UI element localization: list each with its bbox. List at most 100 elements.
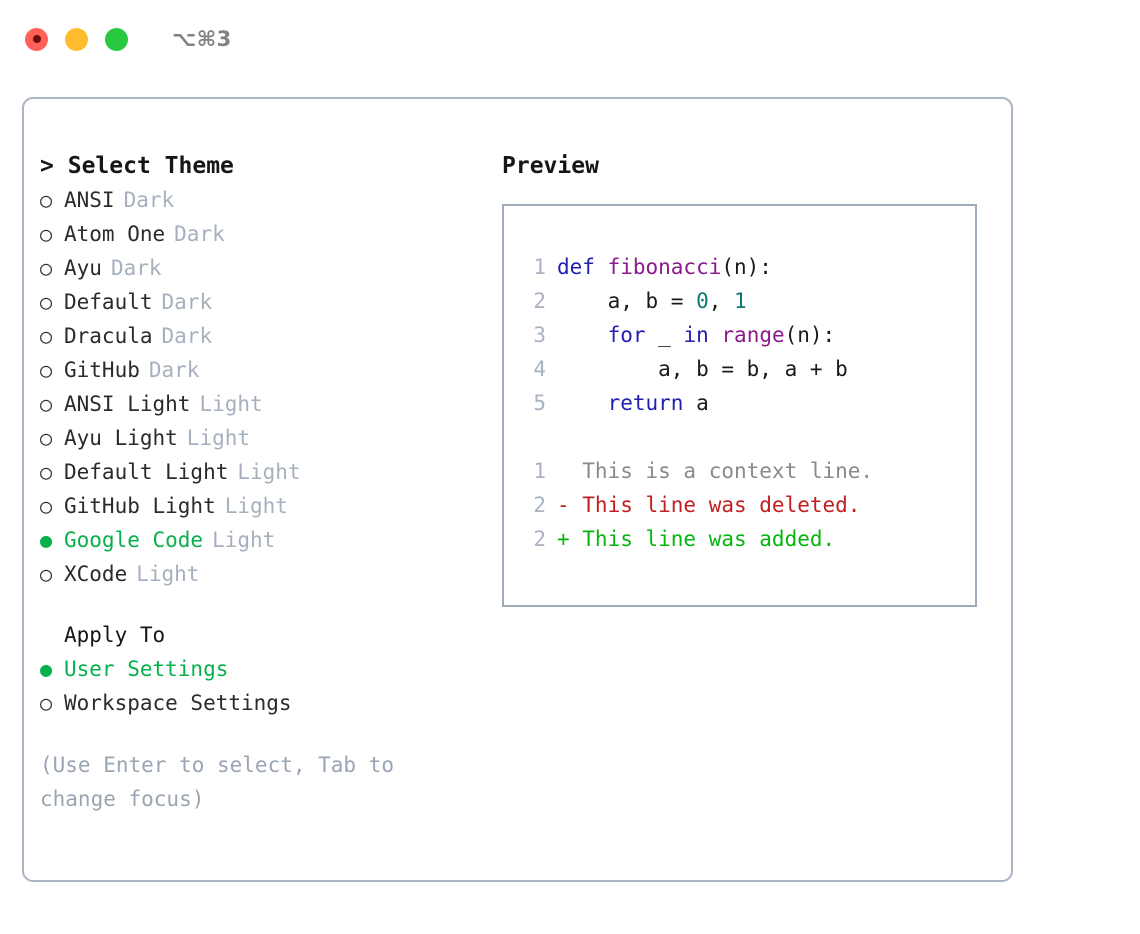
radio-unselected-icon: ○ xyxy=(40,426,53,450)
code-line-text: a, b = 0, 1 xyxy=(557,284,747,318)
line-number: 2 xyxy=(533,289,546,313)
apply-to-option-user-settings[interactable]: ●User Settings xyxy=(40,652,490,686)
apply-to-option-label: User Settings xyxy=(64,657,229,681)
minimize-window-button[interactable] xyxy=(65,27,88,51)
diff-line-text: This is a context line. xyxy=(557,459,874,483)
theme-option-variant: Light xyxy=(186,426,251,450)
window-controls xyxy=(25,27,128,51)
radio-unselected-icon: ○ xyxy=(40,691,53,715)
theme-option-label: XCode xyxy=(64,562,128,586)
theme-option-ansi[interactable]: ○ ANSI Dark xyxy=(40,183,490,217)
code-line: 3 for _ in range(n): xyxy=(516,318,975,352)
code-token-fn: fibonacci xyxy=(607,255,722,279)
theme-option-label: Atom One xyxy=(64,222,166,246)
line-number: 1 xyxy=(533,459,546,483)
theme-option-variant: Dark xyxy=(123,188,175,212)
theme-option-label: GitHub Light xyxy=(64,494,216,518)
theme-option-label: Ayu Light xyxy=(64,426,178,450)
diff-line-text: - This line was deleted. xyxy=(557,493,861,517)
theme-option-ayu-light[interactable]: ○ Ayu Light Light xyxy=(40,421,490,455)
code-token-num: 0 xyxy=(696,289,709,313)
code-line: 2 a, b = 0, 1 xyxy=(516,284,975,318)
code-token-plain: a, b = xyxy=(557,289,697,313)
code-token-kw: def xyxy=(557,255,608,279)
radio-unselected-icon: ○ xyxy=(40,188,53,212)
prompt-caret-icon: > xyxy=(40,153,54,179)
line-number: 2 xyxy=(533,493,546,517)
theme-option-atom-one[interactable]: ○ Atom One Dark xyxy=(40,217,490,251)
line-number: 3 xyxy=(533,323,546,347)
code-token-kw: for xyxy=(607,323,646,347)
radio-unselected-icon: ○ xyxy=(40,460,53,484)
code-line-text: def fibonacci(n): xyxy=(557,250,772,284)
apply-to-options-list: ●User Settings○Workspace Settings xyxy=(40,652,490,720)
code-token-plain: _ xyxy=(645,323,684,347)
theme-option-variant: Dark xyxy=(161,290,213,314)
code-line-text: a, b = b, a + b xyxy=(557,352,848,386)
radio-unselected-icon: ○ xyxy=(40,290,53,314)
code-token-plain xyxy=(709,323,722,347)
theme-option-variant: Dark xyxy=(161,324,213,348)
titlebar: ⌥⌘3 xyxy=(0,0,1140,78)
code-line: 4 a, b = b, a + b xyxy=(516,352,975,386)
radio-unselected-icon: ○ xyxy=(40,392,53,416)
radio-unselected-icon: ○ xyxy=(40,494,53,518)
theme-option-default[interactable]: ○ Default Dark xyxy=(40,285,490,319)
line-number: 1 xyxy=(533,255,546,279)
theme-option-variant: Dark xyxy=(174,222,225,246)
diff-line-added: 2+ This line was added. xyxy=(516,522,975,556)
code-token-kw: return xyxy=(607,391,684,415)
theme-option-label: Default Light xyxy=(64,460,229,484)
code-token-plain: a xyxy=(683,391,709,415)
radio-unselected-icon: ○ xyxy=(40,358,53,382)
theme-option-variant: Light xyxy=(212,528,276,552)
theme-option-label: Default xyxy=(64,290,153,314)
theme-option-label: ANSI xyxy=(64,188,115,212)
theme-option-variant: Light xyxy=(136,562,200,586)
theme-option-label: GitHub xyxy=(64,358,140,382)
maximize-window-button[interactable] xyxy=(105,27,128,51)
radio-unselected-icon: ○ xyxy=(40,562,53,586)
theme-option-label: Dracula xyxy=(64,324,153,348)
preview-heading: Preview xyxy=(502,153,599,179)
keyboard-shortcut-label: ⌥⌘3 xyxy=(172,27,232,51)
close-window-button[interactable] xyxy=(25,27,48,51)
radio-unselected-icon: ○ xyxy=(40,222,53,246)
theme-option-label: Google Code xyxy=(64,528,204,552)
line-number: 5 xyxy=(533,391,546,415)
code-token-plain xyxy=(557,323,608,347)
theme-option-variant: Dark xyxy=(110,256,162,280)
code-token-fn: range xyxy=(721,323,785,347)
code-token-plain xyxy=(557,391,608,415)
code-line: 5 return a xyxy=(516,386,975,420)
line-number: 4 xyxy=(533,357,546,381)
code-token-num: 1 xyxy=(734,289,747,313)
code-token-kw: in xyxy=(683,323,709,347)
theme-option-xcode[interactable]: ○ XCode Light xyxy=(40,557,490,591)
theme-option-label: ANSI Light xyxy=(64,392,191,416)
keyboard-hint-text: (Use Enter to select, Tab to change focu… xyxy=(40,753,407,811)
apply-to-option-workspace-settings[interactable]: ○Workspace Settings xyxy=(40,686,490,720)
theme-option-label: Ayu xyxy=(64,256,102,280)
theme-option-default-light[interactable]: ○ Default Light Light xyxy=(40,455,490,489)
apply-to-heading: Apply To xyxy=(64,623,166,647)
code-token-plain: (n): xyxy=(784,323,836,347)
code-line-text: for _ in range(n): xyxy=(557,318,836,352)
code-diff-spacer xyxy=(516,420,975,454)
theme-option-variant: Light xyxy=(237,460,301,484)
diff-line-context: 1 This is a context line. xyxy=(516,454,975,488)
theme-picker-heading-text: Select Theme xyxy=(67,153,234,179)
code-token-plain: a, b = b, a + b xyxy=(557,357,848,381)
